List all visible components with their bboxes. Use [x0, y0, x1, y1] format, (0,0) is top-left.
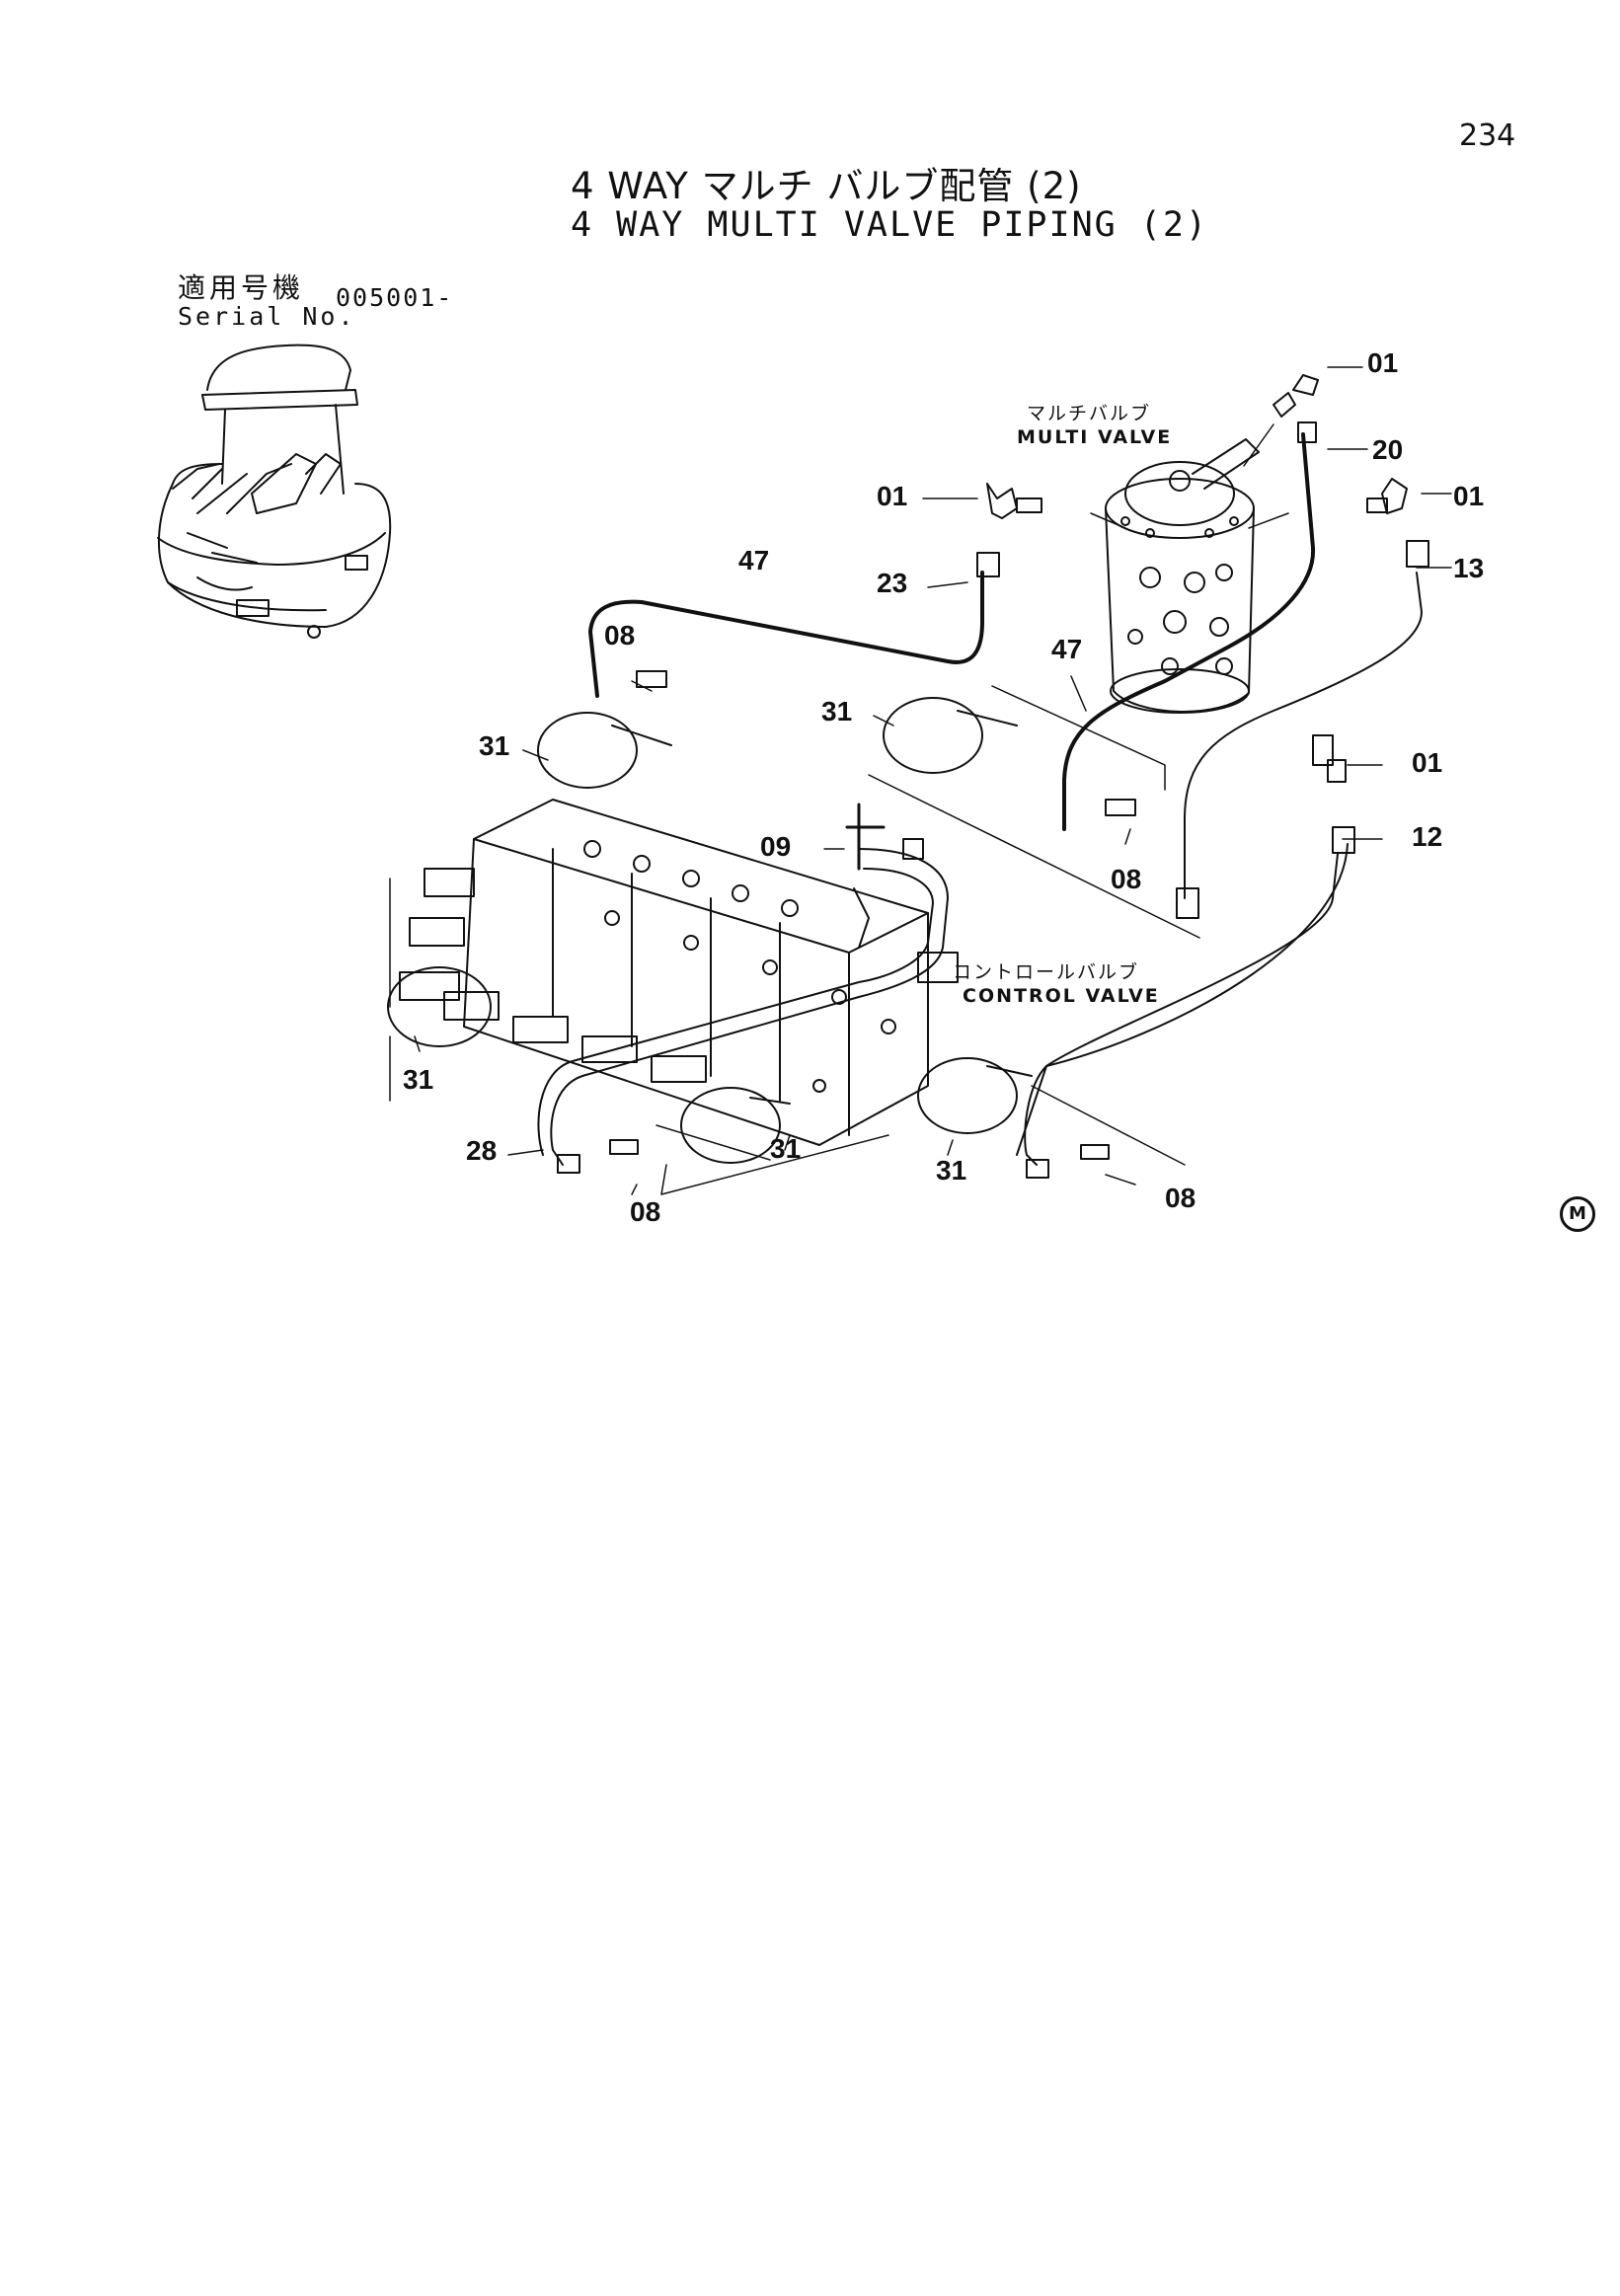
page-title-japanese: 4 WAY マルチ バルブ配管 (2) — [571, 165, 1082, 207]
part-label-13: 13 — [1453, 553, 1485, 583]
fittings — [558, 375, 1428, 1178]
part-label-08-bottom-right: 08 — [1165, 1183, 1196, 1213]
control-valve-label-english: CONTROL VALVE — [963, 985, 1160, 1007]
part-label-01-lower: 01 — [1412, 747, 1443, 778]
part-label-08-upper: 08 — [604, 620, 636, 651]
circled-m-mark: M — [1560, 1196, 1595, 1232]
serial-label-japanese: 適用号機 — [178, 271, 305, 304]
part-label-09: 09 — [760, 831, 792, 862]
guide-lines — [390, 686, 1199, 1194]
part-label-31-bottom-right: 31 — [936, 1155, 967, 1186]
part-label-28: 28 — [466, 1135, 498, 1166]
part-label-31-upper-left: 31 — [479, 730, 510, 761]
serial-number-value: 005001- — [336, 283, 454, 312]
leader-lines — [415, 367, 1451, 1194]
part-label-31-center: 31 — [821, 696, 853, 727]
page-title-english: 4 WAY MULTI VALVE PIPING (2) — [571, 205, 1209, 245]
part-label-01-left: 01 — [877, 481, 908, 511]
hoses — [538, 434, 1422, 1165]
part-label-01-right: 01 — [1453, 481, 1485, 511]
part-label-47-upper: 47 — [738, 545, 770, 575]
part-label-12: 12 — [1412, 821, 1443, 852]
part-label-23: 23 — [877, 568, 908, 598]
hose-clamps — [388, 698, 1032, 1163]
part-label-47-middle: 47 — [1051, 634, 1083, 664]
part-label-08-bottom-left: 08 — [630, 1196, 661, 1227]
multi-valve-label-japanese: マルチバルブ — [1027, 403, 1152, 424]
part-label-08-middle: 08 — [1111, 864, 1142, 894]
excavator-thumbnail — [158, 345, 390, 638]
page-number: 234 — [1459, 118, 1516, 153]
control-valve-body — [400, 800, 958, 1145]
multi-valve-label-english: MULTI VALVE — [1017, 426, 1173, 448]
part-label-01-top: 01 — [1367, 347, 1399, 378]
serial-label-english: Serial No. — [178, 302, 356, 331]
control-valve-label-japanese: コントロールバルブ — [953, 961, 1140, 983]
part-label-31-left: 31 — [403, 1064, 434, 1095]
multi-valve-body — [1106, 439, 1259, 713]
part-label-20: 20 — [1372, 434, 1404, 465]
part-label-31-bottom-center: 31 — [770, 1133, 802, 1164]
